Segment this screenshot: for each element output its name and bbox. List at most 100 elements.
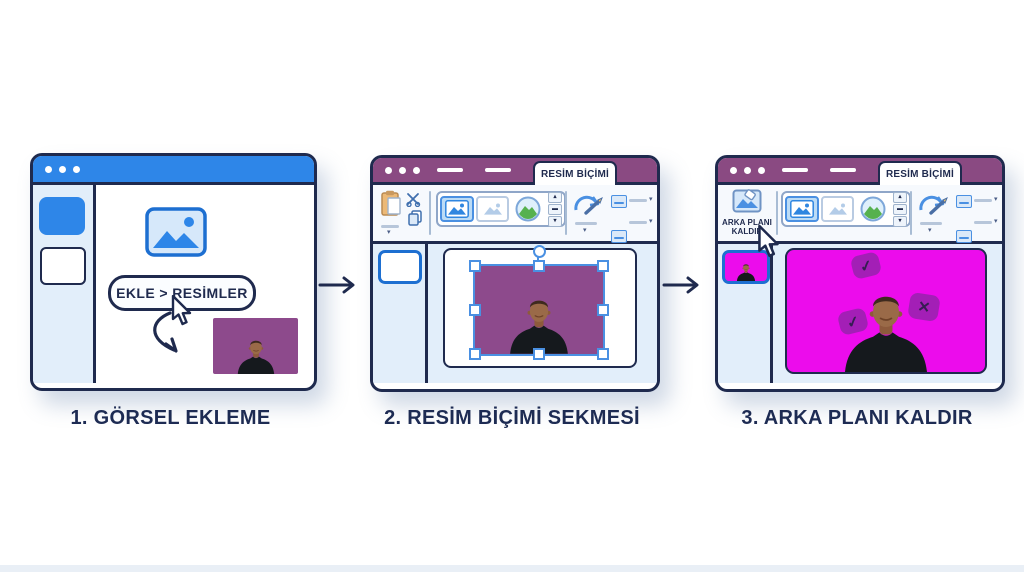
picture-border-icon[interactable] <box>956 195 972 208</box>
slide-panel <box>718 244 773 383</box>
selection-handle[interactable] <box>533 348 545 360</box>
step1-caption: 1. GÖRSEL EKLEME <box>70 407 271 429</box>
window-dot[interactable] <box>413 166 420 174</box>
gallery-more-icon[interactable]: ▬ <box>893 203 908 215</box>
border-line <box>629 199 647 202</box>
step2-window: RESİM BİÇİMİ ▾ <box>370 155 660 392</box>
picture-border-icon[interactable] <box>611 195 627 208</box>
step3-caption: 3. ARKA PLANI KALDIR <box>741 407 973 429</box>
picture-style-option[interactable] <box>820 196 855 222</box>
remove-background-button[interactable]: ARKA PLANI KALDIR <box>718 185 776 241</box>
dropdown-caret-icon[interactable]: ▾ <box>994 196 998 203</box>
picture-style-selected[interactable] <box>440 196 474 222</box>
gallery-up-icon[interactable]: ▴ <box>893 191 908 203</box>
dropdown-caret-icon[interactable]: ▾ <box>649 196 653 203</box>
picture-style-option-round[interactable] <box>511 196 545 222</box>
picture-styles-gallery: ▴ ▬ ▾ <box>781 191 911 227</box>
paste-split-dash <box>381 225 399 228</box>
copy-icon[interactable] <box>407 210 423 226</box>
window-titlebar: RESİM BİÇİMİ <box>718 158 1002 185</box>
scissors-cut-icon[interactable] <box>406 192 421 207</box>
titlebar-menu-dash <box>830 168 856 172</box>
titlebar-menu-dash <box>485 168 511 172</box>
dropdown-caret-icon[interactable]: ▾ <box>928 227 932 234</box>
slide-area <box>428 244 657 383</box>
slide-canvas <box>443 245 637 368</box>
check-icon: ✓ <box>844 312 862 332</box>
rotation-stem <box>537 255 539 264</box>
x-icon: ✕ <box>916 298 932 317</box>
clipboard-paste-icon[interactable] <box>380 190 404 220</box>
picture-effects-icon[interactable] <box>611 230 627 243</box>
group-divider <box>429 191 431 235</box>
person-photo <box>736 264 756 281</box>
window-dot[interactable] <box>385 166 392 174</box>
artistic-effects-icon[interactable] <box>572 192 604 216</box>
picture-icon <box>145 207 207 257</box>
window-dots-icon[interactable] <box>385 166 420 174</box>
remove-mark-badge[interactable]: ✕ <box>907 291 941 323</box>
picture-effects-icon[interactable] <box>956 230 972 243</box>
selection-handle[interactable] <box>533 260 545 272</box>
selection-handle[interactable] <box>469 304 481 316</box>
window-dots-icon[interactable] <box>45 165 80 173</box>
curved-arrow-icon <box>153 311 178 353</box>
tab-resim-bicimi[interactable]: RESİM BİÇİMİ <box>878 161 962 185</box>
dropdown-caret-icon[interactable]: ▾ <box>994 218 998 225</box>
inserted-photo <box>213 318 298 374</box>
cursor-icon <box>758 225 779 258</box>
dropdown-caret-icon[interactable]: ▾ <box>649 218 653 225</box>
remove-background-icon <box>732 189 762 213</box>
main-area: EKLE > RESİMLER <box>96 185 314 383</box>
sidebar <box>33 185 96 383</box>
window-dot[interactable] <box>399 166 406 174</box>
titlebar-menu-dash <box>782 168 808 172</box>
selected-image[interactable] <box>469 245 609 360</box>
gallery-scrollbar: ▴ ▬ ▾ <box>548 191 563 227</box>
sidebar-item-active[interactable] <box>39 197 85 235</box>
picture-style-selected[interactable] <box>785 196 819 222</box>
person-photo <box>236 340 275 374</box>
bottom-progress-strip <box>0 565 1024 572</box>
picture-style-option[interactable] <box>475 196 510 222</box>
window-dot[interactable] <box>730 166 737 174</box>
gallery-up-icon[interactable]: ▴ <box>548 191 563 203</box>
step2-caption: 2. RESİM BİÇİMİ SEKMESİ <box>384 407 640 429</box>
keep-mark-badge[interactable]: ✓ <box>849 250 883 281</box>
border-line <box>974 199 992 202</box>
selection-handle[interactable] <box>597 304 609 316</box>
gallery-down-icon[interactable]: ▾ <box>548 215 563 227</box>
gallery-down-icon[interactable]: ▾ <box>893 215 908 227</box>
step3-window: RESİM BİÇİMİ ARKA PLANI KALDIR <box>715 155 1005 392</box>
effects-line <box>629 221 647 224</box>
selection-handle[interactable] <box>597 260 609 272</box>
window-dot[interactable] <box>73 165 80 173</box>
slide-thumbnail[interactable] <box>722 250 770 284</box>
artistic-effects-icon[interactable] <box>917 192 949 216</box>
rotation-handle[interactable] <box>533 245 546 258</box>
gallery-scrollbar: ▴ ▬ ▾ <box>893 191 908 227</box>
window-dots-icon[interactable] <box>730 166 765 174</box>
effects-dash <box>920 222 942 225</box>
sidebar-item[interactable] <box>40 247 86 285</box>
window-dot[interactable] <box>45 165 52 173</box>
selection-handle[interactable] <box>597 348 609 360</box>
background-removal-canvas: ✓ ✓ ✕ <box>785 248 987 374</box>
window-titlebar: RESİM BİÇİMİ <box>373 158 657 185</box>
effects-dash <box>575 222 597 225</box>
slide-panel <box>373 244 428 383</box>
picture-style-option-round[interactable] <box>856 196 890 222</box>
window-dot[interactable] <box>744 166 751 174</box>
gallery-more-icon[interactable]: ▬ <box>548 203 563 215</box>
selection-handle[interactable] <box>469 260 481 272</box>
window-dot[interactable] <box>59 165 66 173</box>
window-dot[interactable] <box>758 166 765 174</box>
selection-handle[interactable] <box>469 348 481 360</box>
slide-thumbnail[interactable] <box>378 250 422 284</box>
dropdown-caret-icon[interactable]: ▾ <box>387 229 391 236</box>
group-divider <box>776 191 778 235</box>
tab-resim-bicimi[interactable]: RESİM BİÇİMİ <box>533 161 617 185</box>
effects-line <box>974 221 992 224</box>
dropdown-caret-icon[interactable]: ▾ <box>583 227 587 234</box>
